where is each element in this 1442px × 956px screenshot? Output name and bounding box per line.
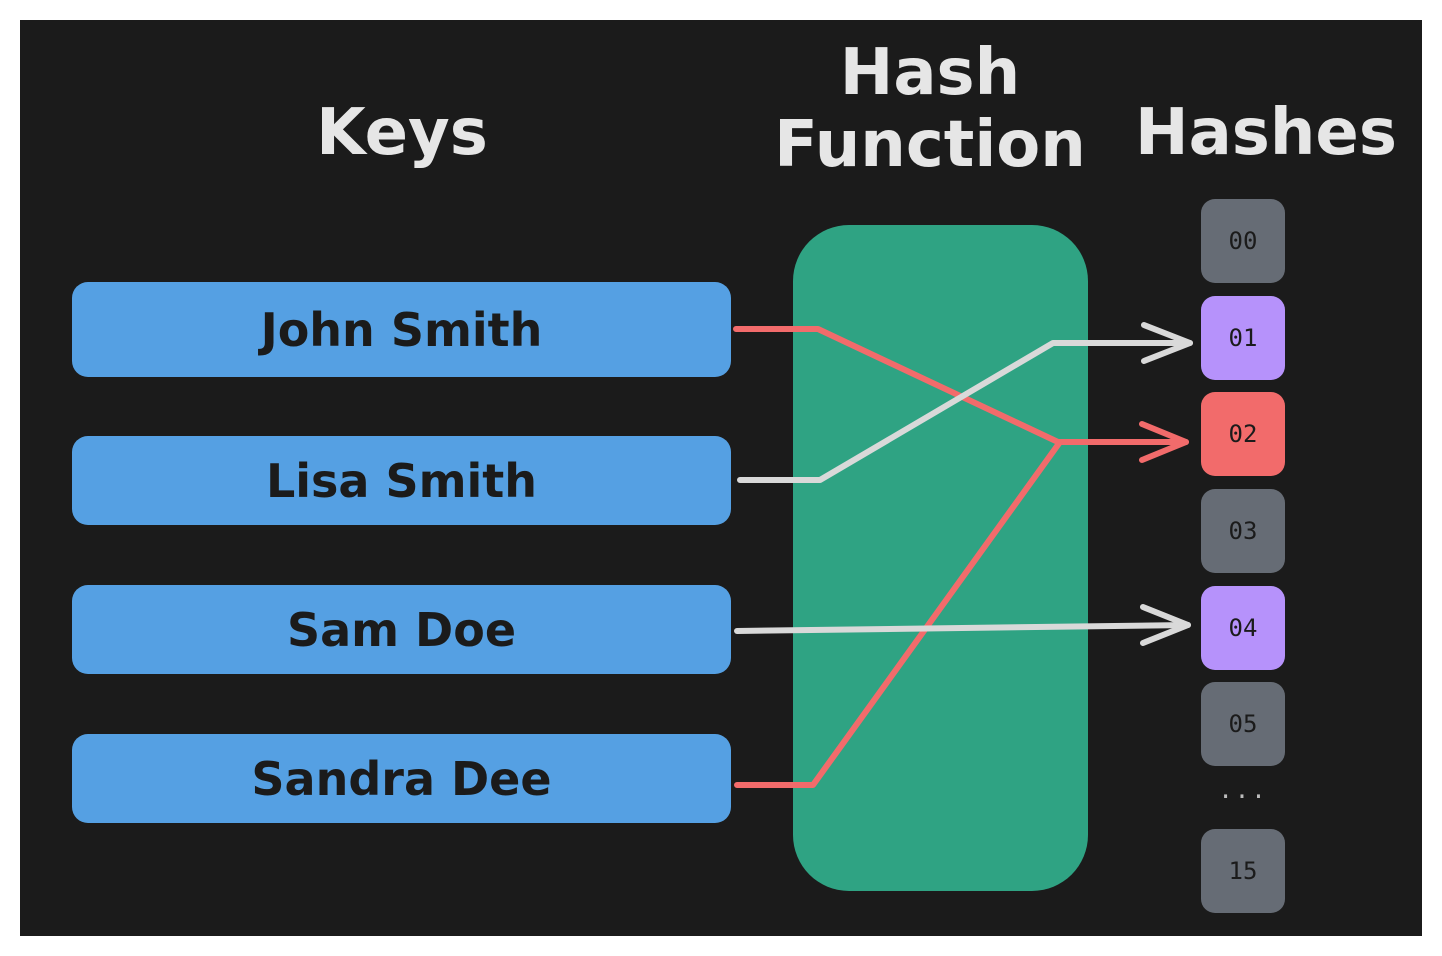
hash-bucket-00: 00 [1201, 199, 1285, 283]
arrowhead-sam-doe-to-04 [1140, 604, 1191, 646]
arrow-lisa-smith-to-01 [737, 340, 1193, 483]
arrow-sandra-dee-to-02 [734, 439, 1063, 788]
key-box-sandra-dee: Sandra Dee [72, 734, 731, 823]
hashes-heading: Hashes [1135, 96, 1397, 170]
arrow-sam-doe-to-04 [734, 622, 1191, 634]
arrowhead-john-smith-to-02 [1139, 421, 1189, 463]
key-box-sam-doe: Sam Doe [72, 585, 731, 674]
key-box-john-smith: John Smith [72, 282, 731, 377]
keys-heading: Keys [316, 96, 488, 170]
hash-bucket-01: 01 [1201, 296, 1285, 380]
hash-function-heading: Hash Function [774, 36, 1086, 182]
hash-bucket-05: 05 [1201, 682, 1285, 766]
key-box-lisa-smith: Lisa Smith [72, 436, 731, 525]
hash-bucket-15: 15 [1201, 829, 1285, 913]
hash-bucket-04: 04 [1201, 586, 1285, 670]
hash-bucket-02: 02 [1201, 392, 1285, 476]
bucket-ellipsis: ... [1218, 776, 1268, 804]
hash-bucket-03: 03 [1201, 489, 1285, 573]
arrowhead-lisa-smith-to-01 [1141, 322, 1193, 364]
hash-function-box [793, 225, 1088, 891]
arrow-john-smith-to-02 [733, 326, 1189, 445]
